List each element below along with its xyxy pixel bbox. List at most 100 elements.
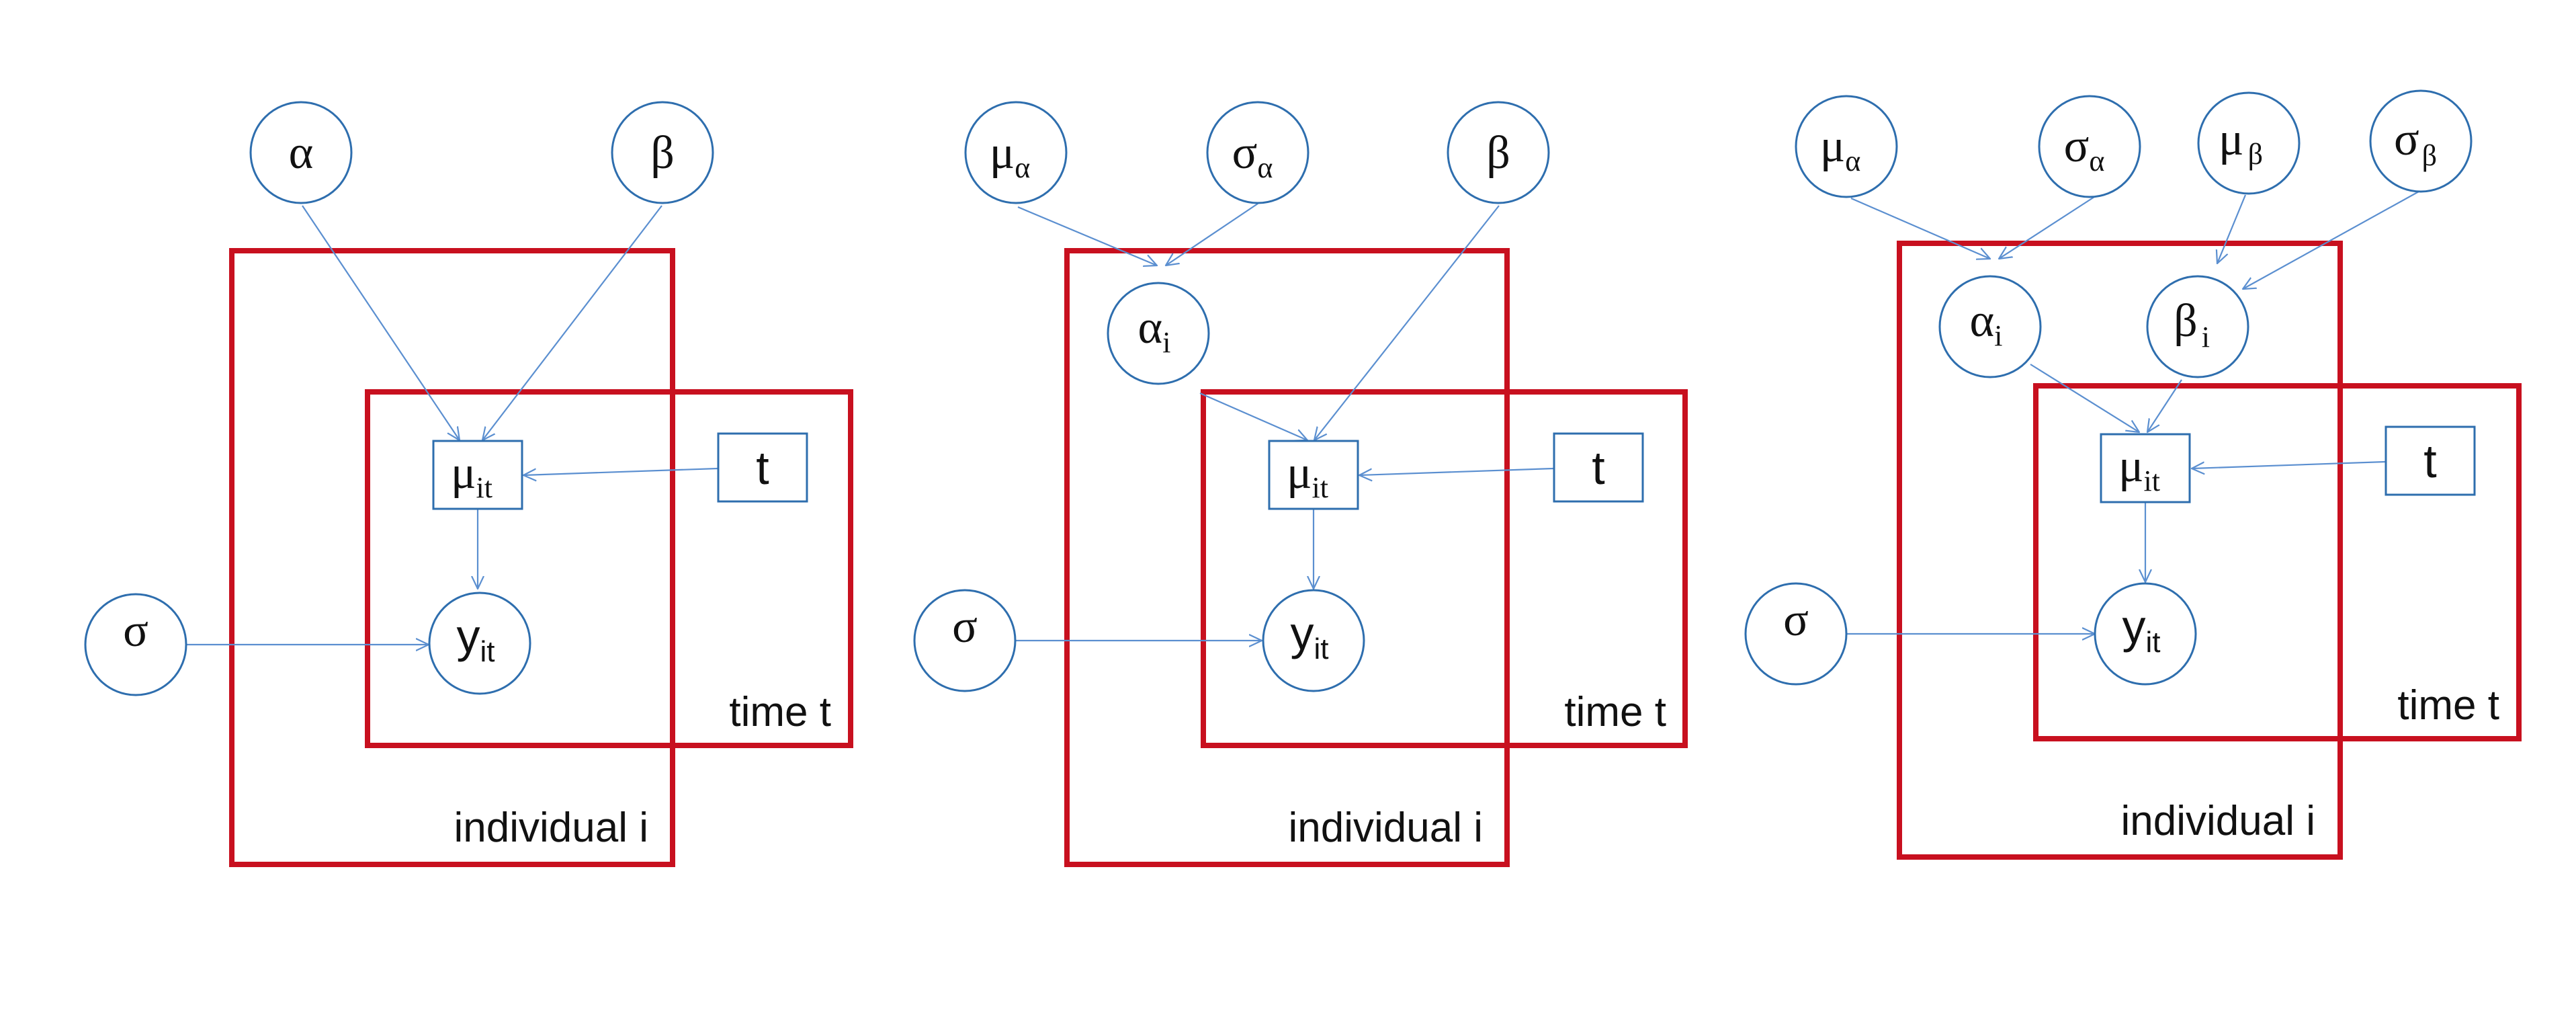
node-sigma: σ [1744,582,1848,686]
node-beta: β [611,101,714,204]
svg-text:α: α [289,127,314,179]
node-mu-it: μit [432,440,523,510]
svg-text:t: t [756,442,769,494]
node-alpha: α [249,101,353,204]
node-y-label: y [2122,600,2146,653]
node-sigma-alpha-subscript: α [1257,151,1273,184]
plate-time-label: time t [2397,682,2499,729]
svg-text:σα: σα [1232,127,1273,184]
edge-sigma-beta-to-beta-i [2243,191,2419,289]
edge-t-to-mu [2192,460,2386,469]
node-sigma-alpha-subscript: α [2089,145,2104,177]
node-alpha-i: αi [1107,282,1210,385]
node-t-label: t [756,442,769,494]
node-mu-alpha-label: μ [990,127,1015,179]
svg-text:β: β [1486,127,1510,179]
node-y-it: yit [2094,582,2197,686]
node-mu-beta-label: μ [2219,114,2244,165]
svg-text:μα: μα [1820,120,1861,177]
node-t: t [2385,425,2476,496]
node-sigma-alpha: σα [2038,95,2141,198]
edge-mu-alpha-to-alpha-i [1017,206,1157,266]
edge-sigma-alpha-to-alpha-i [1166,203,1258,266]
svg-text:t: t [2423,435,2436,487]
node-y-subscript: it [480,635,495,668]
edge-beta-i-to-mu [2147,379,2182,432]
edge-mu-alpha-to-alpha-i [1850,197,1990,259]
svg-text:t: t [1592,442,1604,494]
node-sigma-beta: σβ [2369,89,2473,193]
node-sigma: σ [84,593,187,696]
node-mu-alpha-label: μ [1820,120,1846,172]
svg-text:μit: μit [2118,440,2160,497]
node-t: t [1553,432,1644,503]
edge-mu-beta-to-beta-i [2217,194,2247,263]
node-sigma-alpha: σα [1206,101,1310,204]
node-t: t [717,432,808,503]
node-y-label: y [457,610,480,662]
plate-individual [229,248,675,867]
node-alpha-label: α [289,127,314,179]
node-mu-subscript: it [476,471,492,504]
node-alpha-i-label: α [1970,295,1995,347]
node-mu-alpha-subscript: α [1845,145,1860,177]
edge-alpha-to-mu [302,205,460,440]
svg-text:μα: μα [990,127,1031,184]
node-mu-beta-subscript: β [2248,138,2263,171]
edge-beta-to-mu [482,205,662,440]
svg-text:αi: αi [1138,302,1171,359]
svg-text:σ: σ [952,601,978,653]
svg-text:σ: σ [1783,594,1809,646]
plate-time-label: time t [729,689,831,735]
plate-time-label: time t [1564,689,1666,735]
svg-text:μβ: μβ [2219,114,2263,171]
node-t-label: t [2423,435,2436,487]
edge-sigma-alpha-to-alpha-i [1999,196,2095,259]
node-mu-alpha-subscript: α [1015,151,1030,184]
node-sigma-label: σ [1783,594,1809,646]
svg-text:β: β [650,127,675,179]
edge-alpha-i-to-mu [1199,392,1307,440]
node-mu-alpha: μα [1795,95,1898,198]
plate-time [1201,389,1688,748]
node-y-subscript: it [2146,626,2161,659]
node-mu-it: μit [1268,440,1359,510]
plate-individual [1064,248,1510,867]
node-sigma-beta-label: σ [2394,114,2419,165]
svg-text:αi: αi [1970,295,2003,352]
svg-text:βi: βi [2174,295,2210,354]
plate-time [2033,383,2522,741]
node-beta: β [1447,101,1550,204]
node-mu-label: μ [2118,440,2144,492]
node-alpha-i: αi [1938,275,2042,378]
node-alpha-i-subscript: i [1994,319,2002,352]
node-mu-label: μ [451,447,476,499]
node-sigma: σ [913,589,1017,692]
node-y-it: yit [1262,589,1365,692]
node-sigma-alpha-label: σ [1232,127,1258,179]
svg-text:σ: σ [123,605,148,657]
node-y-it: yit [428,592,531,695]
svg-text:yit: yit [457,610,495,668]
node-sigma-label: σ [952,601,978,653]
node-beta-i-subscript: i [2202,321,2210,354]
node-alpha-i-subscript: i [1162,326,1170,359]
svg-text:σα: σα [2064,120,2105,177]
node-beta-label: β [650,127,675,179]
plate-individual [1897,241,2343,860]
node-alpha-i-label: α [1138,302,1163,354]
node-mu-alpha: μα [964,101,1068,204]
svg-text:μit: μit [451,447,492,504]
edge-alpha-i-to-mu [2030,364,2139,432]
svg-text:μit: μit [1287,447,1328,504]
svg-text:σβ: σβ [2394,114,2437,172]
node-mu-label: μ [1287,447,1312,499]
node-beta-label: β [1486,127,1510,179]
plate-time [365,389,853,748]
node-sigma-beta-subscript: β [2422,139,2437,172]
edge-t-to-mu [1359,467,1554,475]
svg-text:yit: yit [2122,600,2161,659]
